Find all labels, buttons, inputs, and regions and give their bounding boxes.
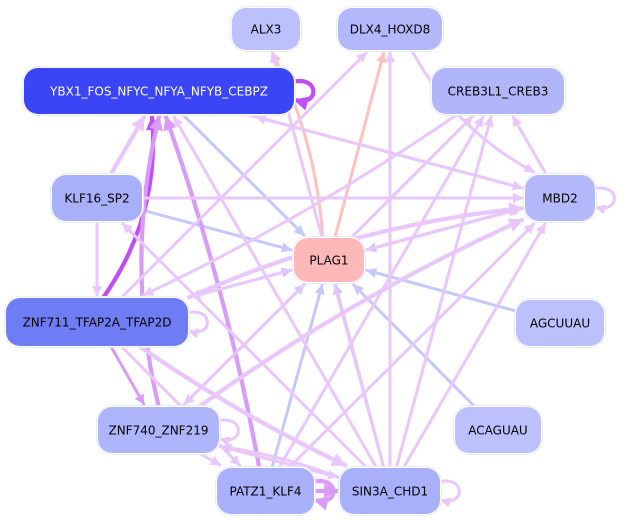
- node-box: [52, 175, 142, 221]
- node-label: ZNF711_TFAP2A_TFAP2D: [23, 316, 172, 330]
- node-znf711[interactable]: ZNF711_TFAP2A_TFAP2D: [4, 296, 190, 348]
- edge-znf711-to-dlx4_hoxd8: [120, 51, 368, 299]
- edge-mbd2-to-mbd2: [591, 186, 616, 215]
- edge-agcuuau-to-plag1: [365, 267, 517, 313]
- edge-sin3a_chd1-to-sin3a_chd1: [436, 479, 461, 508]
- node-acaguau[interactable]: ACAGUAU: [453, 405, 543, 455]
- node-box: [455, 407, 541, 453]
- node-box: [217, 468, 314, 514]
- edge-ybx1-to-ybx1: [289, 78, 316, 111]
- node-box: [338, 8, 442, 50]
- node-label: DLX4_HOXD8: [350, 23, 431, 37]
- node-label: YBX1_FOS_NFYC_NFYA_NFYB_CEBPZ: [49, 85, 268, 99]
- edge-klf16_sp2-to-ybx1: [108, 114, 147, 177]
- edge-sin3a_chd1-to-znf740_znf219: [220, 442, 341, 480]
- node-box: [232, 8, 300, 50]
- node-znf740-znf219[interactable]: ZNF740_ZNF219: [96, 405, 221, 455]
- node-label: CREB3L1_CREB3: [448, 85, 549, 99]
- node-creb3l1-creb3[interactable]: CREB3L1_CREB3: [430, 66, 566, 116]
- edge-znf740_znf219-to-patz1_klf4: [199, 452, 222, 467]
- edge-sin3a_chd1-to-creb3l1_creb3: [394, 115, 494, 469]
- edge-sin3a_chd1-to-ybx1: [172, 115, 378, 469]
- node-box: [24, 68, 294, 114]
- edge-creb3l1_creb3-to-znf711: [142, 113, 458, 297]
- node-klf16-sp2[interactable]: KLF16_SP2: [50, 173, 144, 223]
- edge-znf740_znf219-to-sin3a_chd1: [218, 444, 339, 480]
- edge-znf711-to-sin3a_chd1: [138, 344, 348, 468]
- nodes-layer: ALX3 DLX4_HOXD8YBX1_FOS_NFYC_NFYA_NFYB_CE…: [4, 6, 606, 516]
- node-box: [516, 300, 604, 346]
- edge-mbd2-to-creb3l1_creb3: [511, 115, 548, 176]
- node-mbd2[interactable]: MBD2: [523, 173, 597, 223]
- node-box: [432, 68, 564, 114]
- edge-znf711-to-znf711: [184, 310, 209, 339]
- edge-klf16_sp2-to-plag1: [141, 208, 293, 253]
- node-label: ALX3: [251, 23, 282, 37]
- node-patz1-klf4[interactable]: PATZ1_KLF4: [215, 466, 316, 516]
- node-label: AGCUUAU: [530, 317, 590, 331]
- edge-znf740_znf219-to-znf740_znf219: [215, 418, 240, 447]
- edge-znf711-to-znf740_znf219: [109, 345, 146, 406]
- edges-layer: [91, 49, 616, 511]
- node-box: [525, 175, 595, 221]
- node-label: SIN3A_CHD1: [352, 485, 428, 499]
- node-box: [98, 407, 219, 453]
- edge-znf740_znf219-to-ybx1: [139, 114, 163, 409]
- node-plag1[interactable]: PLAG1: [292, 236, 366, 284]
- node-box: [294, 238, 364, 282]
- node-label: MBD2: [542, 192, 577, 206]
- node-agcuuau[interactable]: AGCUUAU: [514, 298, 606, 348]
- edge-znf740_znf219-to-mbd2: [197, 217, 525, 409]
- node-alx3[interactable]: ALX3: [230, 6, 302, 52]
- node-label: ACAGUAU: [468, 424, 527, 438]
- node-label: PLAG1: [309, 254, 348, 268]
- node-sin3a-chd1[interactable]: SIN3A_CHD1: [338, 466, 442, 516]
- node-label: PATZ1_KLF4: [229, 485, 301, 499]
- node-box: [6, 298, 188, 346]
- edge-sin3a_chd1-to-mbd2: [402, 222, 547, 469]
- edge-dlx4_hoxd8-to-mbd2: [410, 49, 536, 174]
- edge-patz1_klf4-to-mbd2: [288, 222, 536, 469]
- edge-patz1_klf4-to-plag1: [270, 283, 325, 469]
- node-label: ZNF740_ZNF219: [108, 424, 208, 438]
- node-box: [340, 468, 440, 514]
- node-dlx4-hoxd8[interactable]: DLX4_HOXD8: [336, 6, 444, 52]
- node-ybx1[interactable]: YBX1_FOS_NFYC_NFYA_NFYB_CEBPZ: [22, 66, 296, 116]
- edge-patz1_klf4-to-creb3l1_creb3: [277, 115, 485, 469]
- node-label: KLF16_SP2: [64, 192, 129, 206]
